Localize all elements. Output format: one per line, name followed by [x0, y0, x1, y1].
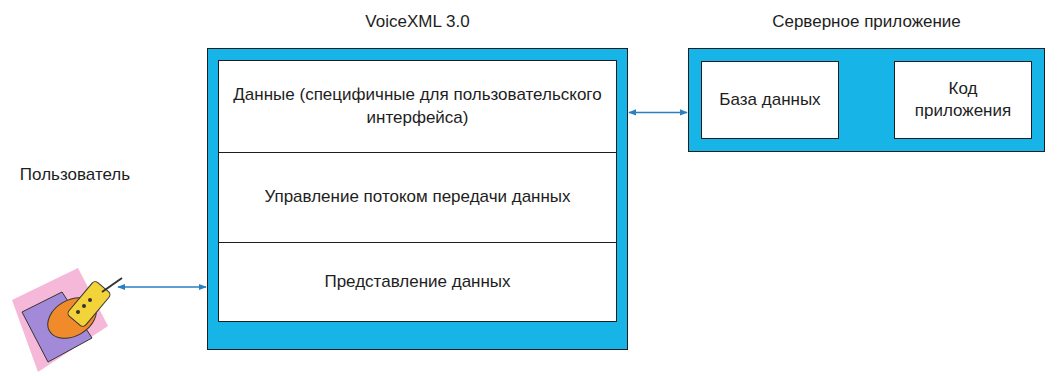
component-box: База данных: [701, 61, 839, 139]
box-heading: VoiceXML 3.0: [168, 11, 667, 33]
component-box: Код приложения: [894, 61, 1032, 139]
box-text: Код приложения: [903, 78, 1023, 122]
actor-label: Пользователь: [0, 165, 150, 185]
layer-band: Данные (специфичные для пользовательског…: [218, 60, 617, 153]
layer-band: Управление потоком передачи данных: [218, 152, 617, 244]
phone-key: [88, 298, 92, 302]
phone: [66, 280, 111, 328]
box-heading: Серверное приложение: [649, 11, 1058, 33]
phone-key: [76, 310, 80, 314]
server-box: База данныхКод приложенияСерверное прило…: [688, 48, 1045, 152]
link-arrow: [629, 112, 687, 114]
user-link-arrow: [118, 286, 206, 288]
box-text: Управление потоком передачи данных: [264, 186, 570, 208]
user-figure: [12, 268, 122, 372]
phone-key: [82, 304, 86, 308]
box-text: Данные (специфичные для пользовательског…: [227, 84, 608, 128]
voicexml-box: Данные (специфичные для пользовательског…: [207, 48, 628, 350]
antenna: [102, 278, 122, 292]
layer-band: Представление данных: [218, 242, 617, 322]
box-text: Представление данных: [324, 271, 510, 293]
box-text: База данных: [719, 89, 820, 111]
